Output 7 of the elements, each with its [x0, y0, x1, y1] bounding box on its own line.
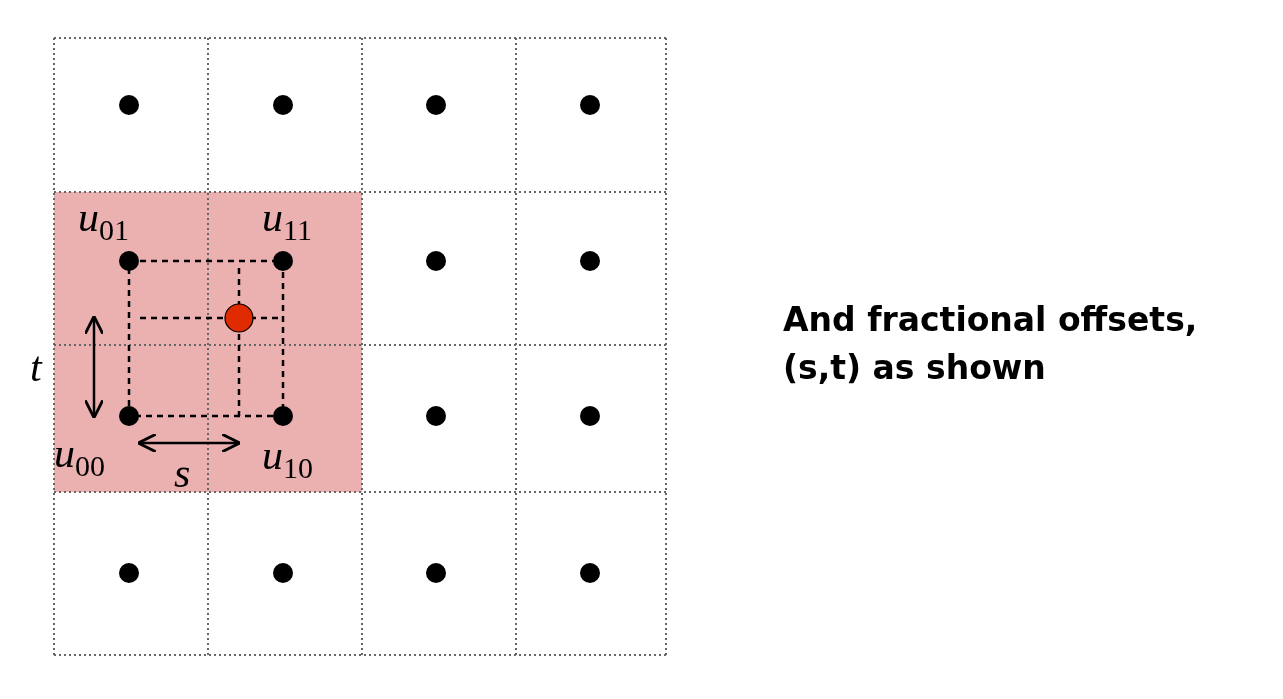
sample-label: u$_{10}$	[262, 434, 313, 484]
sample-label: u$_{00}$	[54, 432, 105, 482]
sample-label: u$_{11}$	[262, 196, 312, 246]
offset-label: t	[30, 346, 42, 388]
sample-label: u$_{01}$	[78, 196, 129, 246]
offset-label: s	[174, 452, 191, 494]
note-text: And fractional offsets, (s,t) as shown	[783, 299, 1199, 389]
